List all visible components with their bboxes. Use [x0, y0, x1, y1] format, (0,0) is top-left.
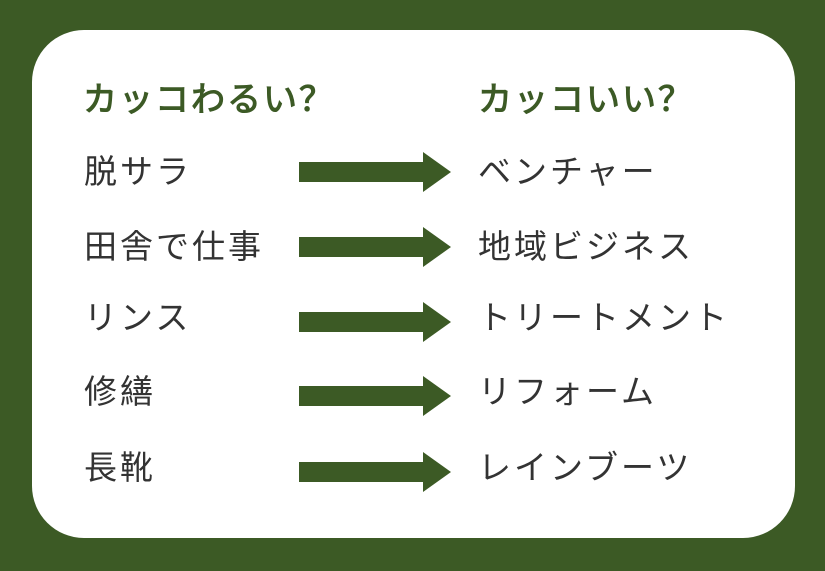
- comparison-row: 脱サラ ベンチャー: [0, 152, 825, 192]
- uncool-term: リンス: [84, 298, 192, 337]
- right-arrow-icon: [299, 227, 451, 267]
- cool-term: ベンチャー: [478, 152, 658, 191]
- uncool-term: 長靴: [84, 448, 156, 487]
- uncool-term: 脱サラ: [84, 152, 192, 191]
- comparison-card: [32, 30, 795, 538]
- comparison-row: 修繕 リフォーム: [0, 372, 825, 416]
- cool-term: リフォーム: [478, 372, 658, 411]
- right-arrow-icon: [299, 152, 451, 192]
- cool-header: カッコいい？: [478, 80, 694, 120]
- cool-term: トリートメント: [478, 298, 730, 337]
- uncool-term: 修繕: [84, 372, 156, 411]
- uncool-term: 田舎で仕事: [84, 227, 264, 266]
- right-arrow-icon: [299, 302, 451, 342]
- cool-term: レインブーツ: [478, 448, 693, 487]
- comparison-row: リンス トリートメント: [0, 298, 825, 342]
- right-arrow-icon: [299, 452, 451, 492]
- comparison-row: 田舎で仕事 地域ビジネス: [0, 227, 825, 267]
- comparison-row: 長靴 レインブーツ: [0, 448, 825, 492]
- right-arrow-icon: [299, 376, 451, 416]
- uncool-header: カッコわるい？: [83, 80, 335, 120]
- cool-term: 地域ビジネス: [478, 227, 694, 266]
